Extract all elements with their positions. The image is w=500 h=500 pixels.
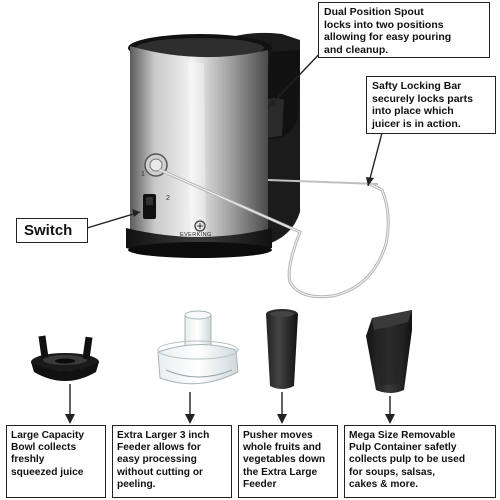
part-feeder-line: peeling. [117,478,156,490]
part-pusher-line: the Extra Large [243,466,318,478]
part-pusher-line: vegetables down [243,454,326,466]
part-pulp-line: collects pulp to be used [349,454,466,466]
dial-position-1: 1 [141,171,145,178]
brand-name: EVERKING [180,232,212,238]
part-pulp-line: cakes & more. [349,478,419,490]
callout-safety-locking-bar: Safty Locking Bar securely locks parts i… [366,76,496,134]
callout-spout-line: locks into two positions [324,18,444,31]
callout-switch: Switch [16,218,88,243]
feeder-image [157,310,239,385]
dial-position-2: 2 [166,195,170,202]
juicer-steel-body [130,46,268,240]
part-pulp-line: Mega Size Removable [349,430,456,441]
pusher-image [266,309,298,389]
part-pulp-line: for soups, salsas, [349,466,436,478]
brand-logo-icon [194,220,206,232]
part-pusher-line: Pusher moves [243,430,313,441]
bowl-image [31,335,99,381]
part-box-pusher: Pusher moves whole fruits and vegetables… [238,425,338,498]
part-box-pulp-container: Mega Size Removable Pulp Container safet… [344,425,496,498]
callout-bar-line: Safty Locking Bar [372,80,462,92]
callout-dual-position-spout: Dual Position Spout locks into two posit… [318,2,490,58]
part-bowl-line: Bowl collects [11,442,77,454]
callout-spout-line: allowing for easy pouring [324,31,452,44]
part-bowl-line: freshly [11,454,45,466]
callout-bar-line: juicer is in action. [372,117,461,130]
part-feeder-line: Feeder allows for [117,442,201,454]
callout-switch-label: Switch [24,222,73,239]
callout-bar-line: into place which [372,105,454,118]
pulp-container-image [366,310,412,393]
part-bowl-line: Large Capacity [11,430,85,441]
part-bowl-line: squeezed juice [11,466,84,478]
callout-bar-line: securely locks parts [372,92,473,105]
part-pulp-line: Pulp Container safetly [349,442,457,454]
part-pusher-line: whole fruits and [243,442,322,454]
part-feeder-line: without cutting or [117,466,204,478]
part-pusher-line: Feeder [243,478,277,490]
callout-spout-line: Dual Position Spout [324,6,424,18]
part-feeder-line: easy processing [117,454,197,466]
callout-spout-line: and cleanup. [324,43,389,56]
part-feeder-line: Extra Larger 3 inch [117,430,210,441]
part-box-bowl: Large Capacity Bowl collects freshly squ… [6,425,106,498]
part-box-feeder: Extra Larger 3 inch Feeder allows for ea… [112,425,232,498]
